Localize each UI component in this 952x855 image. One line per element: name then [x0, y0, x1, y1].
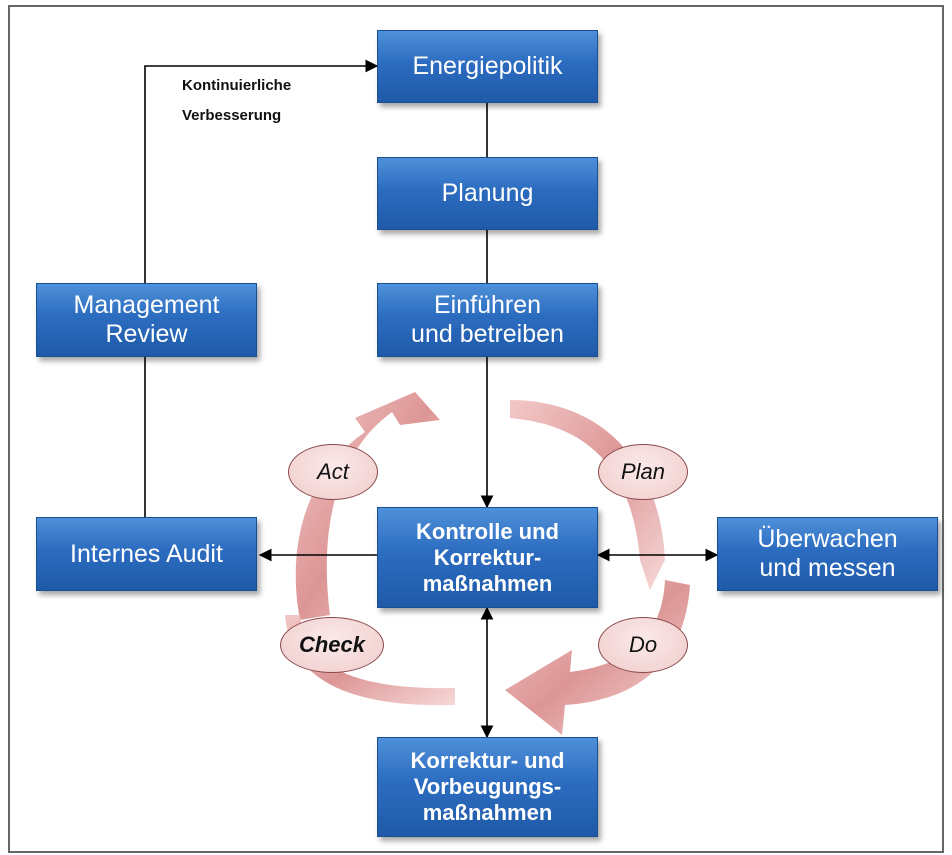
- box-einfuehren-label: Einführen und betreiben: [411, 291, 564, 348]
- box-kontrolle[interactable]: Kontrolle und Korrektur- maßnahmen: [377, 507, 598, 608]
- box-management-review-label: Management Review: [73, 291, 220, 348]
- box-management-review[interactable]: Management Review: [36, 283, 257, 357]
- cycle-arrow-do: [505, 580, 690, 735]
- cycle-label-plan: Plan: [598, 444, 688, 500]
- cycle-arrow-check: [285, 615, 455, 706]
- cycle-label-act: Act: [288, 444, 378, 500]
- box-kontrolle-label: Kontrolle und Korrektur- maßnahmen: [416, 518, 559, 596]
- box-energiepolitik-label: Energiepolitik: [412, 52, 563, 80]
- cycle-label-do: Do: [598, 617, 688, 673]
- box-einfuehren[interactable]: Einführen und betreiben: [377, 283, 598, 357]
- connector-review-to-policy: [144, 59, 379, 283]
- box-planung-label: Planung: [441, 179, 534, 207]
- outer-frame: [8, 5, 944, 853]
- continuous-improvement-label: Kontinuierliche Verbesserung: [182, 77, 292, 124]
- box-korrektur[interactable]: Korrektur- und Vorbeugungs- maßnahmen: [377, 737, 598, 837]
- box-ueberwachen[interactable]: Überwachen und messen: [717, 517, 938, 591]
- box-internes-audit[interactable]: Internes Audit: [36, 517, 257, 591]
- cycle-arrow-act: [295, 392, 440, 620]
- box-energiepolitik[interactable]: Energiepolitik: [377, 30, 598, 103]
- box-ueberwachen-label: Überwachen und messen: [757, 525, 898, 582]
- cycle-label-check: Check: [280, 617, 384, 673]
- box-internes-audit-label: Internes Audit: [70, 539, 223, 568]
- box-planung[interactable]: Planung: [377, 157, 598, 230]
- box-korrektur-label: Korrektur- und Vorbeugungs- maßnahmen: [410, 748, 565, 825]
